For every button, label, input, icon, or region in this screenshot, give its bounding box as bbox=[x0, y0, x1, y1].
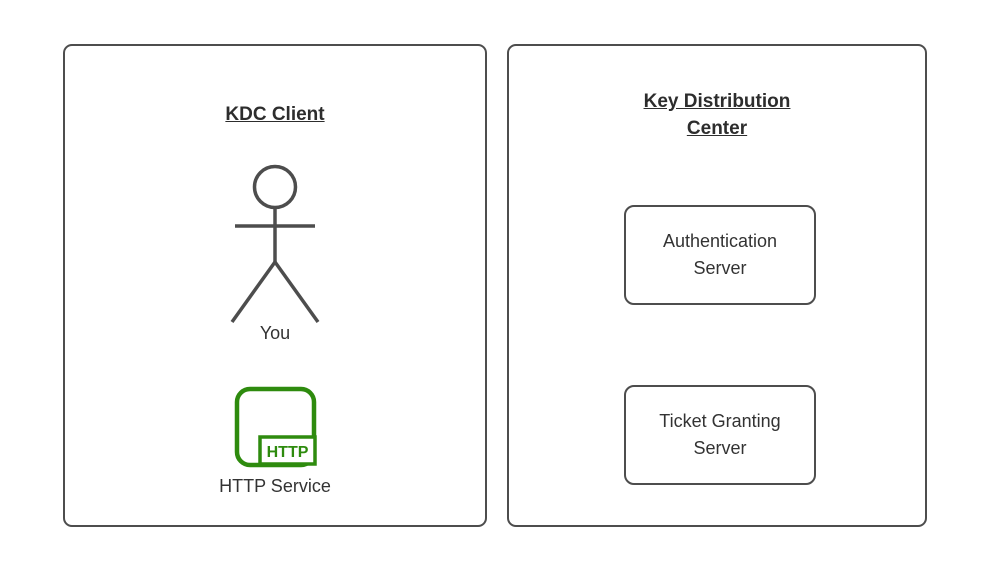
actor-label: You bbox=[259, 323, 291, 343]
actor-icon bbox=[230, 164, 320, 324]
http-service-label: HTTP Service bbox=[219, 476, 331, 496]
actor-right-leg bbox=[273, 260, 320, 324]
kdc-title: Key Distribution Center bbox=[507, 88, 927, 142]
http-service-icon: HTTP bbox=[234, 386, 317, 468]
kdc-title-text: Key Distribution Center bbox=[643, 91, 791, 139]
authentication-server-label: Authentication Server bbox=[662, 231, 778, 278]
authentication-server-node: Authentication Server bbox=[624, 205, 816, 305]
ticket-granting-server-node: Ticket Granting Server bbox=[624, 385, 816, 485]
ticket-granting-server-label: Ticket Granting Server bbox=[659, 411, 781, 458]
http-badge-box bbox=[258, 435, 317, 466]
kdc-client-title: KDC Client bbox=[63, 101, 487, 128]
actor-left-leg bbox=[230, 260, 277, 324]
http-badge-text: HTTP bbox=[267, 444, 309, 461]
kdc-client-title-text: KDC Client bbox=[225, 104, 325, 125]
actor-head bbox=[252, 164, 298, 210]
